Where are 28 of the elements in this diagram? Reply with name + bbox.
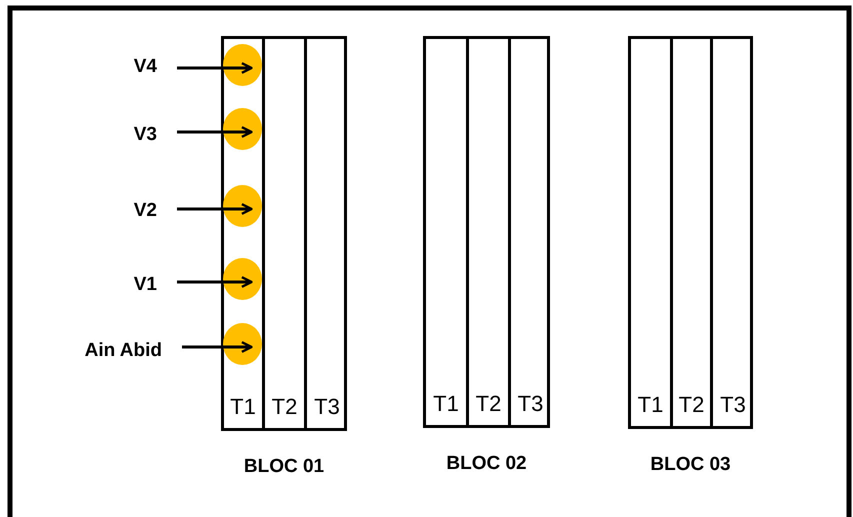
column-label: T3 — [313, 394, 341, 420]
column-label: T1 — [229, 394, 257, 420]
station-label: V4 — [40, 56, 157, 80]
station-label: Ain Abid — [40, 340, 162, 364]
arrow — [177, 276, 253, 288]
column-label: T1 — [432, 391, 460, 417]
column-strip — [224, 39, 265, 428]
block-label: BLOC 03 — [649, 454, 732, 476]
arrow — [177, 126, 253, 138]
column-label: T1 — [636, 392, 664, 418]
station-label: V1 — [40, 274, 157, 298]
column-label: T3 — [719, 392, 747, 418]
column-label: T2 — [678, 392, 706, 418]
block-label: BLOC 01 — [242, 456, 326, 478]
arrow — [182, 341, 253, 353]
station-label: V2 — [40, 200, 157, 224]
circle-marker — [223, 108, 262, 150]
station-label: V3 — [40, 124, 157, 148]
circle-marker — [223, 44, 262, 86]
block-label: BLOC 02 — [445, 453, 528, 475]
column-label: T3 — [516, 391, 544, 417]
column-label: T2 — [474, 391, 502, 417]
arrow — [177, 62, 253, 74]
circle-marker — [223, 185, 262, 227]
column-label: T2 — [270, 394, 298, 420]
circle-marker — [223, 323, 262, 365]
arrow — [177, 203, 253, 215]
circle-marker — [223, 258, 262, 300]
